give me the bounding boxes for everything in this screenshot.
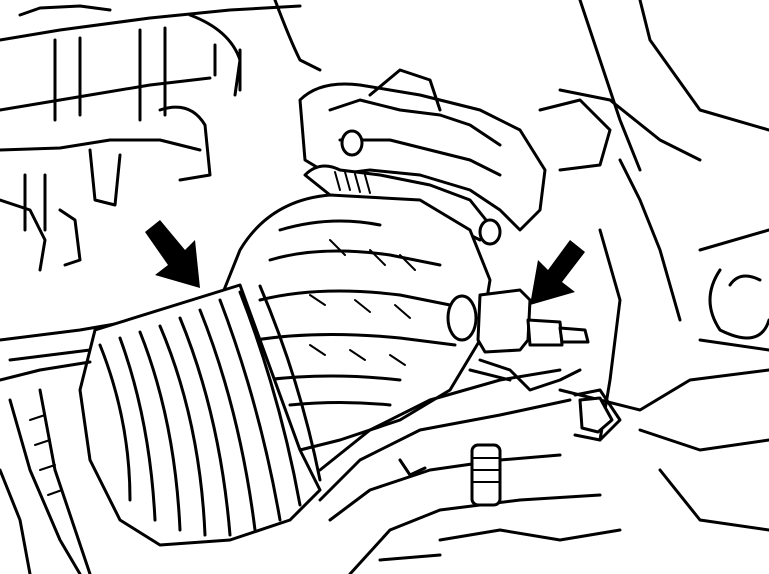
hose-fitting (470, 443, 502, 507)
throttle-position-sensor-connector (468, 288, 590, 392)
arrow-right-icon (530, 240, 585, 305)
lower-hoses-and-fittings (318, 368, 622, 574)
sensor-port (446, 294, 478, 342)
intake-duct-upper (218, 193, 492, 452)
clamp-screw (478, 218, 502, 246)
background-engine-parts (0, 0, 322, 362)
bolt-head-upper (340, 129, 364, 157)
arrow-left-icon (145, 220, 200, 288)
corrugated-intake-boot (78, 283, 322, 547)
lower-left-ducting (0, 360, 92, 574)
background-right-parts (558, 0, 769, 532)
throttle-body-housing (298, 68, 612, 232)
